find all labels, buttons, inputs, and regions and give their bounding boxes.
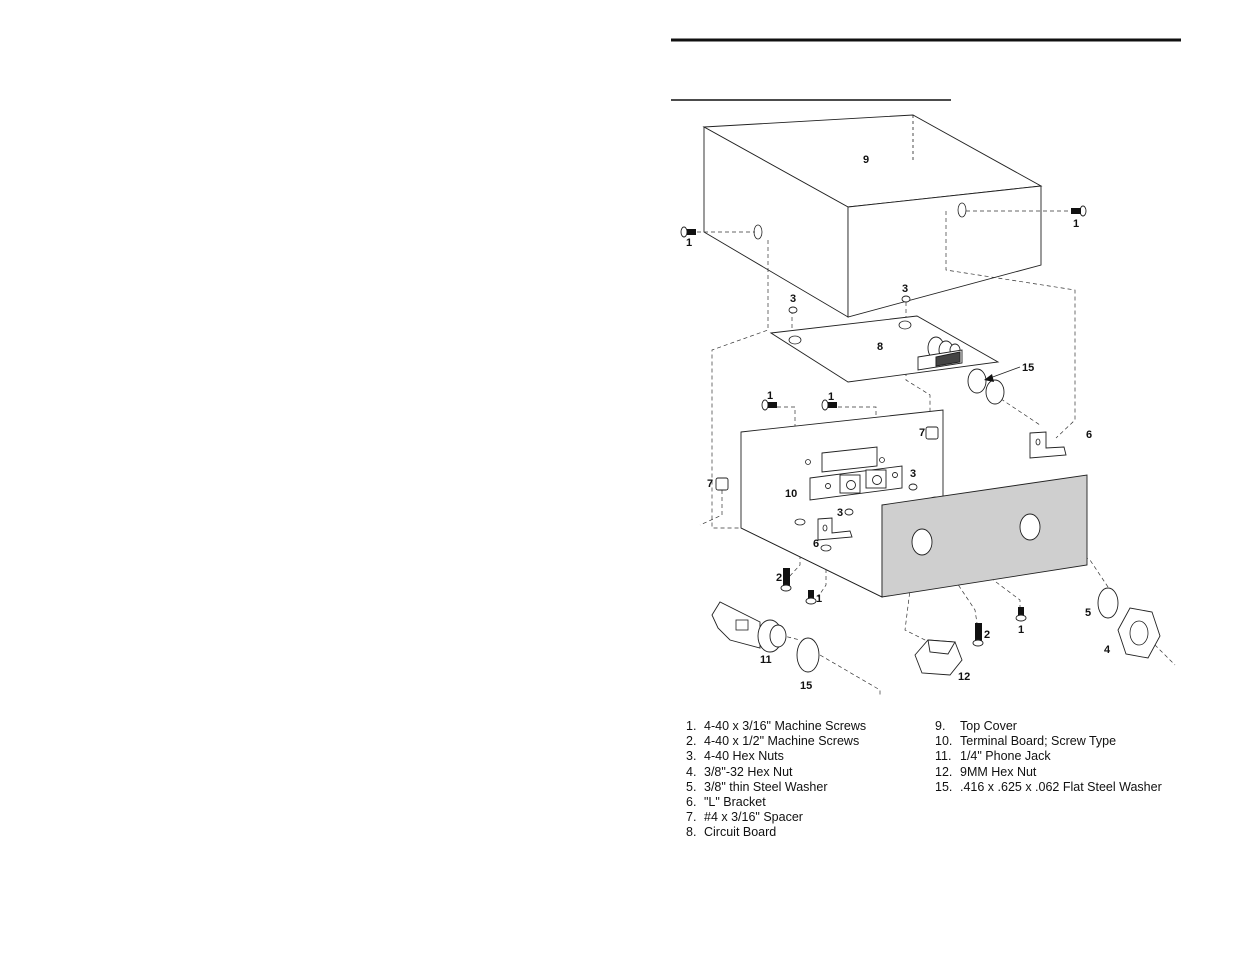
callout-3: 3 bbox=[910, 468, 916, 480]
callout-1: 1 bbox=[828, 391, 834, 403]
terminal-board bbox=[805, 446, 903, 501]
callout-4: 4 bbox=[1104, 644, 1111, 656]
callout-1: 1 bbox=[686, 237, 692, 249]
legend-item: 11.1/4" Phone Jack bbox=[935, 749, 1051, 764]
callout-2: 2 bbox=[984, 629, 990, 641]
legend-item: 15..416 x .625 x .062 Flat Steel Washer bbox=[935, 779, 1162, 794]
flat-washer-icon bbox=[796, 637, 820, 673]
legend-item: 7.#4 x 3/16" Spacer bbox=[686, 810, 803, 825]
machine-screw-icon bbox=[761, 399, 777, 411]
parts-legend-right: 9.Top Cover 10.Terminal Board; Screw Typ… bbox=[935, 719, 1162, 795]
callout-9: 9 bbox=[863, 154, 869, 166]
l-bracket-left bbox=[817, 517, 853, 541]
hex-nut-small-icon bbox=[788, 306, 798, 314]
machine-screw-icon bbox=[1071, 205, 1087, 217]
legend-item: 9.Top Cover bbox=[935, 719, 1017, 733]
parts-legend-left: 1.4-40 x 3/16" Machine Screws 2.4-40 x 1… bbox=[686, 719, 866, 841]
callout-8: 8 bbox=[877, 341, 883, 353]
callout-15: 15 bbox=[1022, 362, 1034, 374]
machine-screw-icon bbox=[805, 590, 817, 605]
machine-screw-icon bbox=[680, 226, 696, 238]
front-panel bbox=[881, 474, 1088, 598]
callout-7: 7 bbox=[707, 478, 713, 490]
top-cover bbox=[702, 114, 1043, 318]
phone-jack-icon bbox=[711, 601, 787, 653]
machine-screw-icon bbox=[1015, 607, 1027, 622]
callout-15: 15 bbox=[800, 680, 812, 692]
callout-11: 11 bbox=[760, 654, 772, 666]
long-machine-screw-icon bbox=[780, 568, 792, 592]
long-machine-screw-icon bbox=[972, 623, 984, 647]
large-hex-nut-icon bbox=[1117, 607, 1161, 659]
legend-item: 6."L" Bracket bbox=[686, 795, 766, 810]
legend-item: 2.4-40 x 1/2" Machine Screws bbox=[686, 734, 860, 749]
spacer-left bbox=[715, 477, 729, 491]
callout-1: 1 bbox=[816, 593, 822, 605]
legend-item: 10.Terminal Board; Screw Type bbox=[935, 734, 1117, 749]
callout-labels: 1 1 1 1 1 1 2 2 3 3 3 3 4 5 6 6 7 7 8 9 … bbox=[686, 154, 1111, 692]
callout-6: 6 bbox=[813, 538, 819, 550]
hex-nut-small-icon bbox=[908, 483, 918, 491]
spacer-right bbox=[925, 426, 939, 440]
callout-3: 3 bbox=[837, 507, 843, 519]
legend-item: 12.9MM Hex Nut bbox=[935, 764, 1037, 779]
legend-item: 1.4-40 x 3/16" Machine Screws bbox=[686, 719, 867, 733]
legend-item: 3.4-40 Hex Nuts bbox=[686, 749, 784, 764]
flat-washer-icon bbox=[985, 379, 1005, 405]
callout-10: 10 bbox=[785, 488, 797, 500]
machine-screw-icon bbox=[821, 399, 837, 411]
thin-steel-washer-icon bbox=[1097, 587, 1119, 619]
callout-1: 1 bbox=[1018, 624, 1024, 636]
callout-6: 6 bbox=[1086, 429, 1092, 441]
callout-3: 3 bbox=[790, 293, 796, 305]
callout-3: 3 bbox=[902, 283, 908, 295]
callout-1: 1 bbox=[767, 390, 773, 402]
flat-washer-icon bbox=[967, 368, 987, 394]
nine-mm-hex-nut-icon bbox=[914, 639, 963, 676]
l-bracket-right bbox=[1029, 431, 1067, 459]
hex-nut-small-icon bbox=[844, 508, 854, 516]
callout-5: 5 bbox=[1085, 607, 1091, 619]
circuit-board bbox=[769, 315, 1000, 383]
callout-12: 12 bbox=[958, 671, 970, 683]
legend-item: 4.3/8"-32 Hex Nut bbox=[686, 764, 793, 779]
callout-2: 2 bbox=[776, 572, 782, 584]
callout-1: 1 bbox=[1073, 218, 1079, 230]
callout-7: 7 bbox=[919, 427, 925, 439]
legend-item: 5.3/8" thin Steel Washer bbox=[686, 779, 828, 794]
front-panel-face bbox=[881, 474, 1088, 598]
legend-item: 8.Circuit Board bbox=[686, 825, 777, 840]
hex-nut-small-icon bbox=[901, 295, 911, 303]
